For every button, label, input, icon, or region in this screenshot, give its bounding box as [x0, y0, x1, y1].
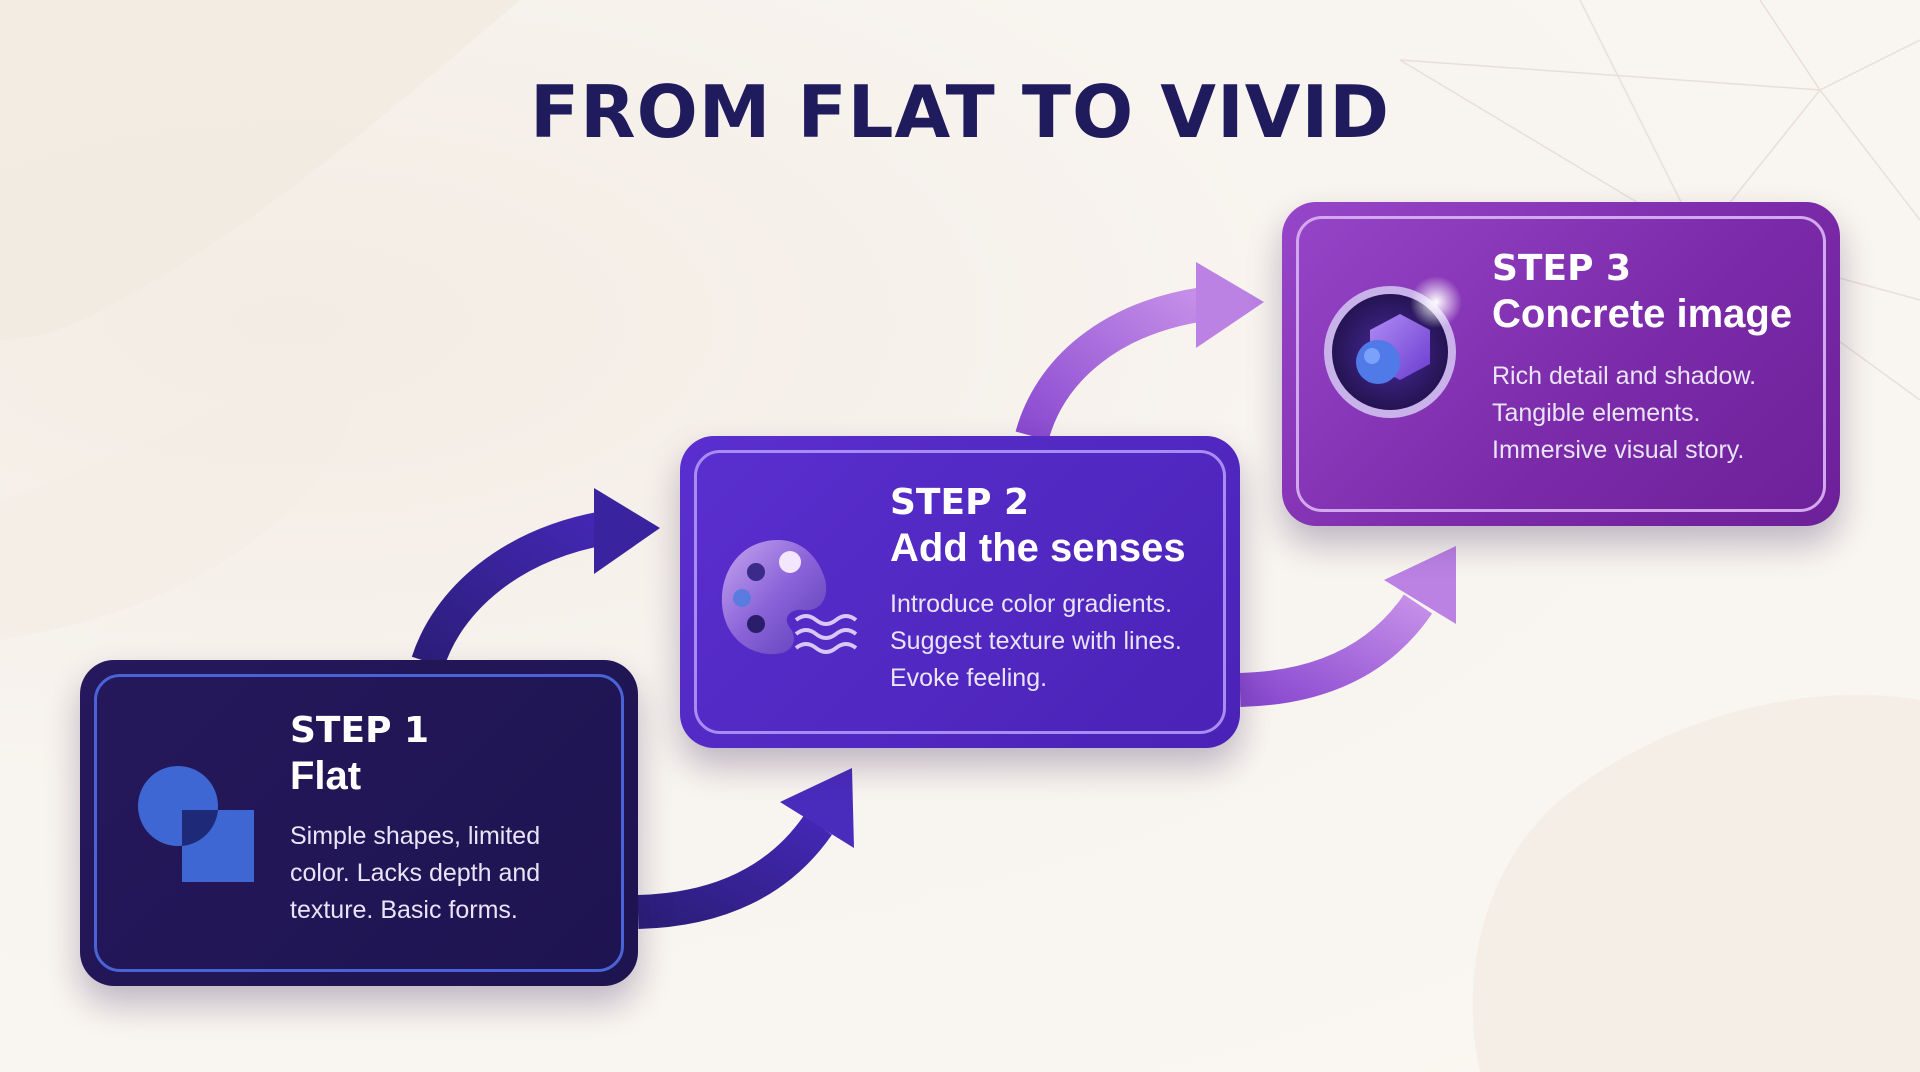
step-2-label: STEP 2 [890, 482, 1030, 523]
step-2-card: STEP 2 Add the senses Introduce color gr… [680, 436, 1240, 748]
arrow-step2-to-step3-upper [1015, 262, 1264, 441]
arrow-step1-to-step2-lower [637, 768, 854, 929]
step-1-line: Simple shapes, limited [290, 822, 541, 850]
step-2-line: Evoke feeling. [890, 664, 1048, 692]
palette-icon [721, 540, 858, 655]
step-3-line: Tangible elements. [1492, 399, 1701, 427]
arrow-step2-to-step3-lower [1239, 546, 1456, 707]
glowing-orb-icon [1324, 276, 1462, 418]
step-1-label: STEP 1 [290, 710, 430, 751]
step-1-line: color. Lacks depth and [290, 859, 541, 887]
overlapping-shapes-icon [138, 766, 254, 882]
page-title: FROM FLAT TO VIVID [529, 70, 1391, 154]
step-3-line: Immersive visual story. [1492, 436, 1745, 464]
step-2-line: Suggest texture with lines. [890, 627, 1182, 655]
step-3-heading: Concrete image [1492, 292, 1793, 336]
step-1-description: Simple shapes, limited color. Lacks dept… [290, 818, 540, 929]
step-3-line: Rich detail and shadow. [1492, 362, 1757, 390]
step-2-line: Introduce color gradients. [890, 590, 1173, 618]
step-1-card: STEP 1 Flat Simple shapes, limited color… [80, 660, 638, 986]
arrow-step1-to-step2-upper [411, 488, 660, 668]
step-1-line: texture. Basic forms. [290, 896, 518, 924]
step-3-label: STEP 3 [1492, 248, 1632, 289]
step-2-description: Introduce color gradients. Suggest textu… [890, 586, 1182, 697]
step-3-description: Rich detail and shadow. Tangible element… [1492, 358, 1756, 469]
step-2-heading: Add the senses [890, 526, 1186, 570]
step-2-card-border [694, 450, 1226, 734]
step-3-card: STEP 3 Concrete image Rich detail and sh… [1282, 202, 1840, 526]
step-1-card-border [94, 674, 624, 972]
step-1-heading: Flat [290, 754, 362, 798]
step-3-card-border [1296, 216, 1826, 512]
